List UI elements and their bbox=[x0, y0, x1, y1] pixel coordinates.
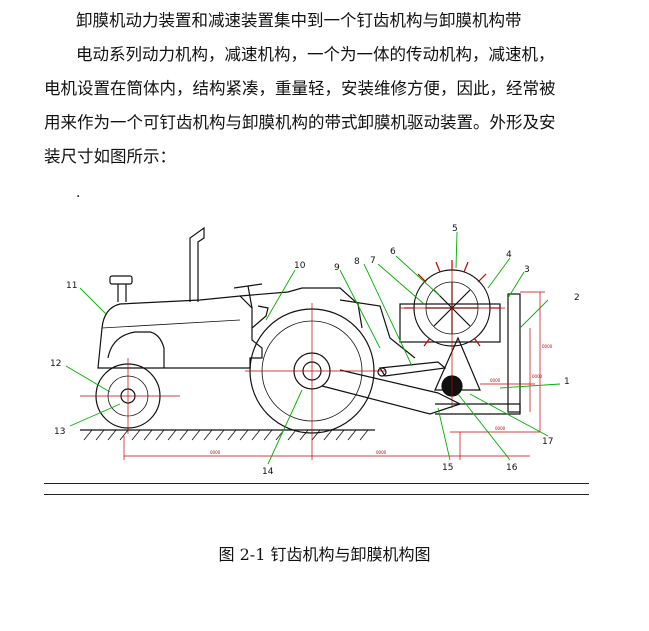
label-10: 10 bbox=[294, 261, 306, 271]
label-16: 16 bbox=[506, 463, 518, 473]
text-line-4: 用来作为一个可钉齿机构与卸膜机构的带式卸膜机驱动装置。外形及安 bbox=[44, 113, 556, 132]
text-line-5: 装尺寸如图所示： bbox=[44, 147, 176, 166]
exhaust-pipe bbox=[189, 226, 205, 302]
ground-hatch bbox=[83, 429, 369, 441]
label-12: 12 bbox=[50, 359, 61, 369]
label-8: 8 bbox=[354, 257, 360, 267]
centerlines bbox=[80, 263, 545, 460]
text-line-2: 电动系列动力机构，减速机构，一个为一体的传动机构，减速机， bbox=[76, 45, 555, 64]
attachment-frame bbox=[399, 303, 501, 343]
front-fender bbox=[107, 331, 165, 368]
figure-caption: 图 2-1 钉齿机构与卸膜机构图 bbox=[218, 545, 431, 564]
svg-text:0000: 0000 bbox=[490, 378, 501, 383]
tie-rod-joint bbox=[377, 367, 387, 377]
label-17: 17 bbox=[542, 437, 553, 447]
linkage-arm bbox=[339, 299, 416, 359]
separator-line bbox=[44, 483, 589, 484]
svg-text:0000: 0000 bbox=[495, 426, 506, 431]
machine-diagram: 0000 0000 0000 0000 0000 0000 1 2 3 4 5 … bbox=[50, 224, 580, 477]
label-6: 6 bbox=[390, 247, 396, 257]
part-labels: 1 2 3 4 5 6 7 8 9 10 11 12 13 14 15 16 1… bbox=[50, 224, 580, 477]
seat bbox=[251, 305, 269, 329]
label-2: 2 bbox=[574, 293, 580, 303]
text-line-1: 卸膜机动力装置和减速装置集中到一个钉齿机构与卸膜机构带 bbox=[76, 11, 522, 30]
tie-rod bbox=[378, 361, 447, 377]
separator-line bbox=[44, 494, 589, 495]
label-7: 7 bbox=[370, 256, 376, 266]
svg-text:0000: 0000 bbox=[210, 450, 221, 455]
label-4: 4 bbox=[506, 250, 512, 260]
label-14: 14 bbox=[262, 467, 274, 477]
label-3: 3 bbox=[524, 265, 530, 275]
drive-beam bbox=[321, 369, 462, 415]
stray-mark: . bbox=[76, 185, 81, 201]
label-1: 1 bbox=[564, 377, 570, 387]
label-13: 13 bbox=[54, 427, 65, 437]
label-11: 11 bbox=[66, 281, 77, 291]
dimension-texts: 0000 0000 0000 0000 0000 0000 bbox=[210, 344, 553, 455]
cab-frame bbox=[239, 287, 363, 329]
body-text: 卸膜机动力装置和减速装置集中到一个钉齿机构与卸膜机构带 电动系列动力机构，减速机… bbox=[44, 4, 604, 174]
label-9: 9 bbox=[334, 263, 340, 273]
svg-text:0000: 0000 bbox=[376, 450, 387, 455]
tractor-hood bbox=[97, 295, 263, 369]
side-plate bbox=[507, 293, 521, 413]
base-rail bbox=[435, 403, 521, 415]
svg-text:0000: 0000 bbox=[532, 374, 543, 379]
label-15: 15 bbox=[442, 463, 453, 473]
air-cleaner bbox=[109, 275, 133, 285]
label-5: 5 bbox=[452, 224, 458, 234]
leader-lines bbox=[65, 231, 561, 465]
text-line-3: 电机设置在筒体内，结构紧凑，重量轻，安装维修方便，因此，经常被 bbox=[44, 79, 556, 98]
svg-text:0000: 0000 bbox=[542, 344, 553, 349]
